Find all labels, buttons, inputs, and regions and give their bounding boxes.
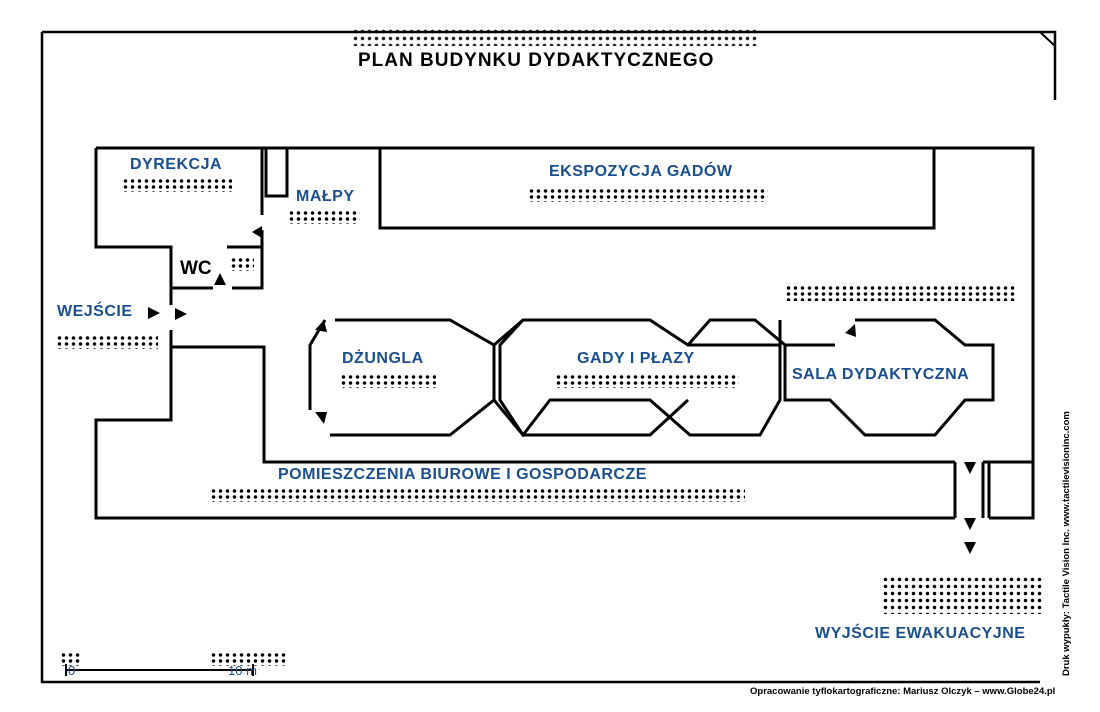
room-label-dzungla: DŻUNGLA: [342, 350, 424, 367]
braille-malpy: [288, 210, 360, 224]
room-label-gady-plazy: GADY I PŁAZY: [577, 350, 695, 367]
gady-walls-2: [498, 318, 690, 437]
room-label-wc: WC: [180, 258, 212, 279]
room-label-sala: SALA DYDAKTYCZNA: [792, 366, 970, 383]
exhibit-rooms: [308, 318, 995, 438]
braille-scale-ten: [210, 652, 286, 666]
room-label-malpy: MAŁPY: [296, 188, 355, 205]
scale-label-zero: 0: [68, 663, 76, 678]
sala-walls: [783, 318, 995, 437]
plan-title: PLAN BUDYNKU DYDAKTYCZNEGO: [358, 50, 715, 71]
credit-line: Opracowanie tyflokartograficzne: Mariusz…: [750, 686, 1056, 697]
room-label-pomieszczenia: POMIESZCZENIA BIUROWE I GOSPODARCZE: [278, 466, 647, 483]
braille-sala: [785, 285, 1017, 301]
scale-bar: [65, 664, 254, 676]
room-label-wejscie: WEJŚCIE: [57, 303, 133, 320]
braille-title: [352, 28, 757, 46]
print-credit: Druk wypukły: Tactile Vision Inc. www.ta…: [1061, 411, 1072, 676]
room-label-ekspozycja: EKSPOZYCJA GADÓW: [549, 163, 733, 180]
building-walls: [94, 146, 1035, 520]
braille-ekspozycja: [528, 188, 768, 202]
gady-walls-3: [686, 318, 786, 347]
braille-dzungla: [340, 374, 436, 388]
room-label-wyjscie: WYJŚCIE EWAKUACYJNE: [815, 625, 1026, 642]
room-label-dyrekcja: DYREKCJA: [130, 156, 223, 173]
braille-wejscie: [56, 335, 158, 349]
braille-dyrekcja: [122, 178, 232, 192]
braille-scale-zero: [60, 652, 82, 666]
braille-pomieszczenia: [210, 488, 745, 502]
braille-wyjscie: [882, 576, 1042, 614]
braille-wc: [230, 257, 254, 271]
braille-gady: [555, 374, 739, 388]
door-markers: [148, 226, 976, 554]
scale-label-ten: 10 m: [228, 663, 257, 678]
sheet-corner-cut: [1039, 31, 1056, 47]
